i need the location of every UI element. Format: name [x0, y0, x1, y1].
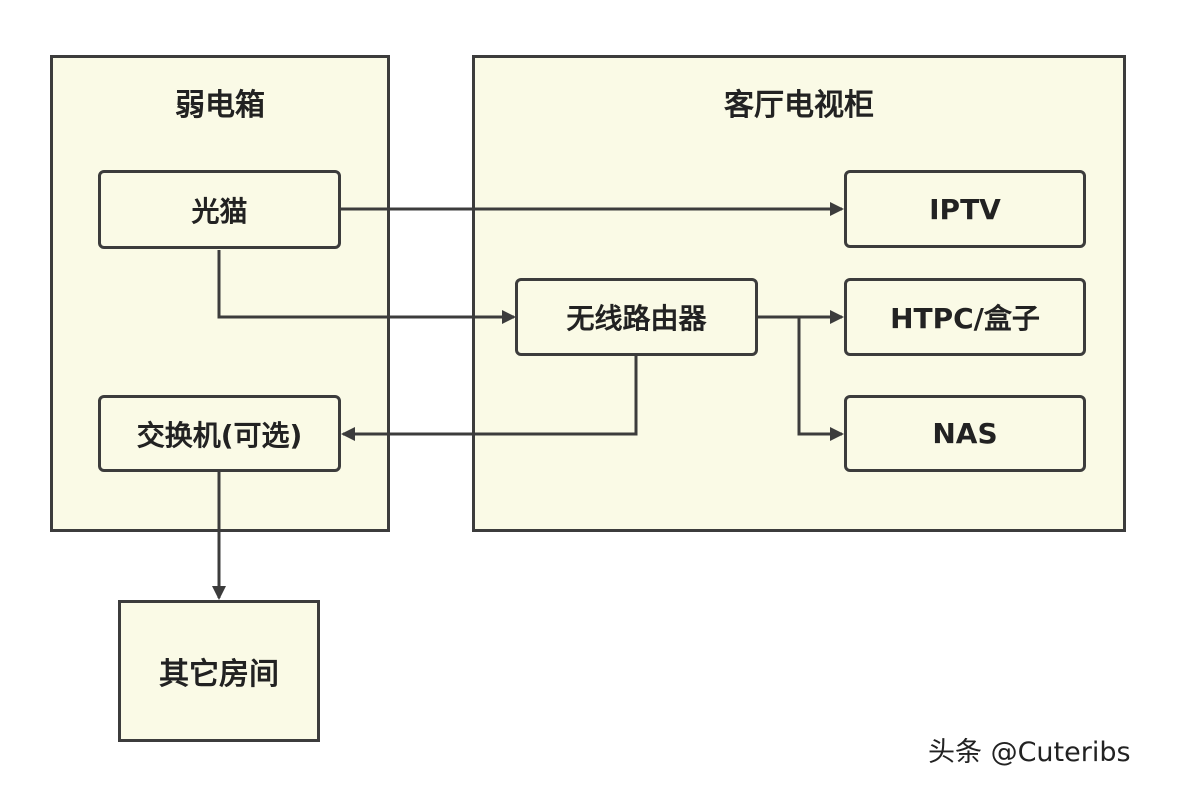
edge-router-to-nas [797, 317, 844, 441]
weak-box-title: 弱电箱 [175, 88, 265, 123]
optical-modem-node: 光猫 [98, 170, 341, 249]
switch-node: 交换机(可选) [98, 395, 341, 472]
other-rooms-node: 其它房间 [118, 600, 320, 742]
living-room-cabinet-title: 客厅电视柜 [724, 88, 874, 123]
wireless-router-node: 无线路由器 [515, 278, 758, 356]
edge-router-to-switch [341, 356, 638, 441]
nas-node: NAS [844, 395, 1086, 472]
watermark: 头条 @Cuteribs [928, 737, 1131, 768]
edge-modem-to-router [217, 250, 516, 324]
htpc-node: HTPC/盒子 [844, 278, 1086, 356]
iptv-node: IPTV [844, 170, 1086, 248]
